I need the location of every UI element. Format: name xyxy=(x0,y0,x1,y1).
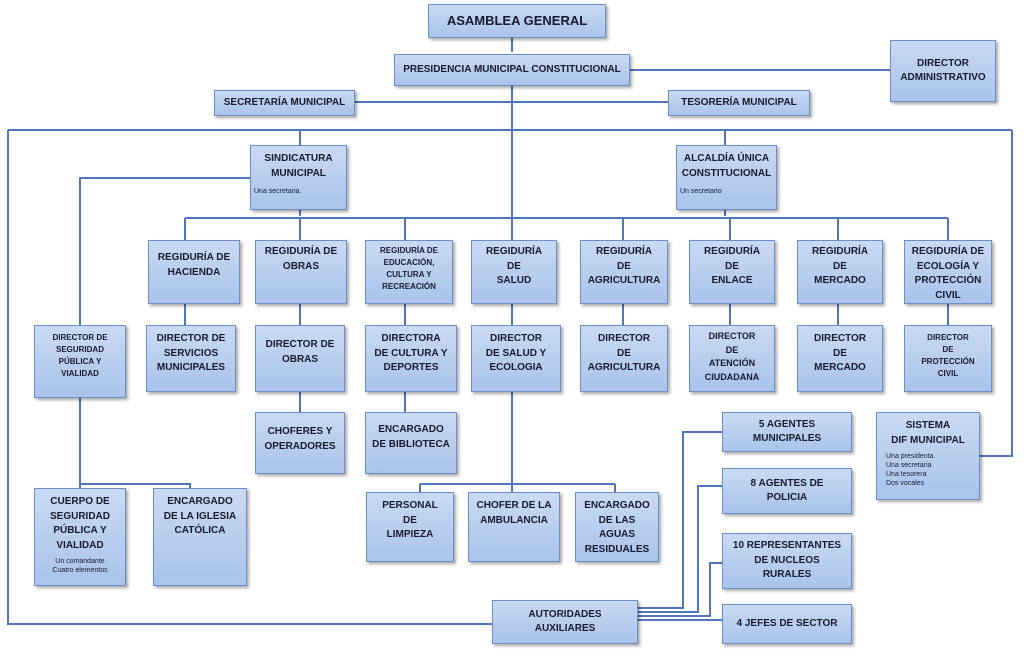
node-asamblea-general: ASAMBLEA GENERAL xyxy=(428,4,606,38)
node-label: CHOFERES Y OPERADORES xyxy=(264,426,336,452)
node-label: ENCARGADO DE LAS AGUAS RESIDUALES xyxy=(584,500,650,555)
node-label: SISTEMA DIF MUNICIPAL xyxy=(891,420,965,446)
node-regiduria-ecologia: REGIDURÍA DE ECOLOGÍA Y PROTECCIÓN CIVIL xyxy=(904,240,992,304)
node-presidencia-municipal: PRESIDENCIA MUNICIPAL CONSTITUCIONAL xyxy=(394,54,630,86)
node-label: DIRECTOR DE PROTECCIÓN CIVIL xyxy=(921,333,975,378)
node-label: PRESIDENCIA MUNICIPAL CONSTITUCIONAL xyxy=(403,63,621,75)
node-autoridades-auxiliares: AUTORIDADES AUXILIARES xyxy=(492,600,638,644)
node-label: TESORERÍA MUNICIPAL xyxy=(681,96,797,108)
node-director-proteccion: DIRECTOR DE PROTECCIÓN CIVIL xyxy=(904,325,992,392)
node-label: SINDICATURA MUNICIPAL xyxy=(264,153,333,179)
node-label: CHOFER DE LA AMBULANCIA xyxy=(476,500,552,526)
node-jefes-sector: 4 JEFES DE SECTOR xyxy=(722,604,852,644)
node-directora-cultura: DIRECTORA DE CULTURA Y DEPORTES xyxy=(365,325,457,392)
node-sistema-dif: SISTEMA DIF MUNICIPAL Una presidenta Una… xyxy=(876,412,980,500)
node-note: Un comandante Cuatro elementos xyxy=(52,558,108,575)
node-regiduria-obras: REGIDURÍA DE OBRAS xyxy=(255,240,347,304)
node-label: DIRECTOR DE MERCADO xyxy=(813,333,867,373)
node-label: 5 AGENTES MUNICIPALES xyxy=(752,418,822,445)
node-director-servicios: DIRECTOR DE SERVICIOS MUNICIPALES xyxy=(146,325,236,392)
node-agentes-municipales: 5 AGENTES MUNICIPALES xyxy=(722,412,852,452)
node-representantes-nucleos: 10 REPRESENTANTES DE NUCLEOS RURALES xyxy=(722,533,852,589)
node-label: DIRECTOR ADMINISTRATIVO xyxy=(900,57,986,84)
node-label: DIRECTOR DE SEGURIDAD PÚBLICA Y VIALIDAD xyxy=(52,333,108,378)
node-label: REGIDURÍA DE SALUD xyxy=(485,246,543,286)
node-label: CUERPO DE SEGURIDAD PÚBLICA Y VIALIDAD xyxy=(49,496,110,551)
node-regiduria-salud: REGIDURÍA DE SALUD xyxy=(471,240,557,304)
node-regiduria-enlace: REGIDURÍA DE ENLACE xyxy=(689,240,775,304)
node-chofer-ambulancia: CHOFER DE LA AMBULANCIA xyxy=(468,492,560,562)
node-alcaldia-unica: ALCALDÍA ÚNICA CONSTITUCIONAL Un secreta… xyxy=(676,145,777,210)
node-director-seguridad: DIRECTOR DE SEGURIDAD PÚBLICA Y VIALIDAD xyxy=(34,325,126,398)
node-label: DIRECTORA DE CULTURA Y DEPORTES xyxy=(374,333,448,373)
node-label: DIRECTOR DE SALUD Y ECOLOGIA xyxy=(485,333,547,373)
node-label: REGIDURÍA DE MERCADO xyxy=(811,246,869,286)
node-note: Una secretaria. xyxy=(254,188,302,195)
node-label: 8 AGENTES DE POLICIA xyxy=(750,477,824,504)
node-director-salud: DIRECTOR DE SALUD Y ECOLOGIA xyxy=(471,325,561,392)
node-director-administrativo: DIRECTOR ADMINISTRATIVO xyxy=(890,40,996,102)
node-encargado-aguas: ENCARGADO DE LAS AGUAS RESIDUALES xyxy=(575,492,659,562)
node-label: PERSONAL DE LIMPIEZA xyxy=(382,500,438,540)
node-label: ASAMBLEA GENERAL xyxy=(446,12,588,28)
node-label: ENCARGADO DE BIBLIOTECA xyxy=(372,424,450,450)
node-label: REGIDURÍA DE ECOLOGÍA Y PROTECCIÓN CIVIL xyxy=(911,246,985,301)
node-note: Un secretario xyxy=(680,188,722,195)
node-label: REGIDURÍA DE HACIENDA xyxy=(157,252,231,278)
node-director-obras: DIRECTOR DE OBRAS xyxy=(255,325,345,392)
node-label: REGIDURÍA DE AGRICULTURA xyxy=(587,246,661,286)
node-label: DIRECTOR DE ATENCIÓN CIUDADANA xyxy=(704,331,760,382)
node-label: SECRETARÍA MUNICIPAL xyxy=(223,96,346,108)
node-regiduria-hacienda: REGIDURÍA DE HACIENDA xyxy=(148,240,240,304)
node-regiduria-mercado: REGIDURÍA DE MERCADO xyxy=(797,240,883,304)
node-tesoreria-municipal: TESORERÍA MUNICIPAL xyxy=(668,90,810,116)
node-label: AUTORIDADES AUXILIARES xyxy=(528,608,602,635)
node-agentes-policia: 8 AGENTES DE POLICIA xyxy=(722,468,852,514)
node-label: REGIDURÍA DE ENLACE xyxy=(703,246,761,286)
node-director-atencion: DIRECTOR DE ATENCIÓN CIUDADANA xyxy=(689,325,775,392)
node-director-mercado: DIRECTOR DE MERCADO xyxy=(797,325,883,392)
node-label: ENCARGADO DE LA IGLESIA CATÓLICA xyxy=(163,496,237,536)
node-label: 10 REPRESENTANTES DE NUCLEOS RURALES xyxy=(732,540,842,581)
node-regiduria-educacion: REGIDURÍA DE EDUCACIÓN, CULTURA Y RECREA… xyxy=(365,240,453,304)
node-label: DIRECTOR DE OBRAS xyxy=(265,339,335,365)
node-sindicatura-municipal: SINDICATURA MUNICIPAL Una secretaria. xyxy=(250,145,347,210)
node-encargado-biblioteca: ENCARGADO DE BIBLIOTECA xyxy=(365,412,457,474)
node-label: REGIDURÍA DE OBRAS xyxy=(264,246,338,272)
node-label: DIRECTOR DE AGRICULTURA xyxy=(587,333,661,373)
node-label: ALCALDÍA ÚNICA CONSTITUCIONAL xyxy=(681,153,772,179)
node-label: DIRECTOR DE SERVICIOS MUNICIPALES xyxy=(156,333,226,373)
node-regiduria-agricultura: REGIDURÍA DE AGRICULTURA xyxy=(580,240,668,304)
node-label: 4 JEFES DE SECTOR xyxy=(736,617,838,629)
node-label: REGIDURÍA DE EDUCACIÓN, CULTURA Y RECREA… xyxy=(380,246,438,291)
node-choferes-operadores: CHOFERES Y OPERADORES xyxy=(255,412,345,474)
node-personal-limpieza: PERSONAL DE LIMPIEZA xyxy=(366,492,454,562)
node-encargado-iglesia: ENCARGADO DE LA IGLESIA CATÓLICA xyxy=(153,488,247,586)
node-cuerpo-seguridad: CUERPO DE SEGURIDAD PÚBLICA Y VIALIDAD U… xyxy=(34,488,126,586)
node-director-agricultura: DIRECTOR DE AGRICULTURA xyxy=(580,325,668,392)
node-secretaria-municipal: SECRETARÍA MUNICIPAL xyxy=(214,90,355,116)
node-note: Una presidenta Una secretaria Una tesore… xyxy=(886,453,934,488)
